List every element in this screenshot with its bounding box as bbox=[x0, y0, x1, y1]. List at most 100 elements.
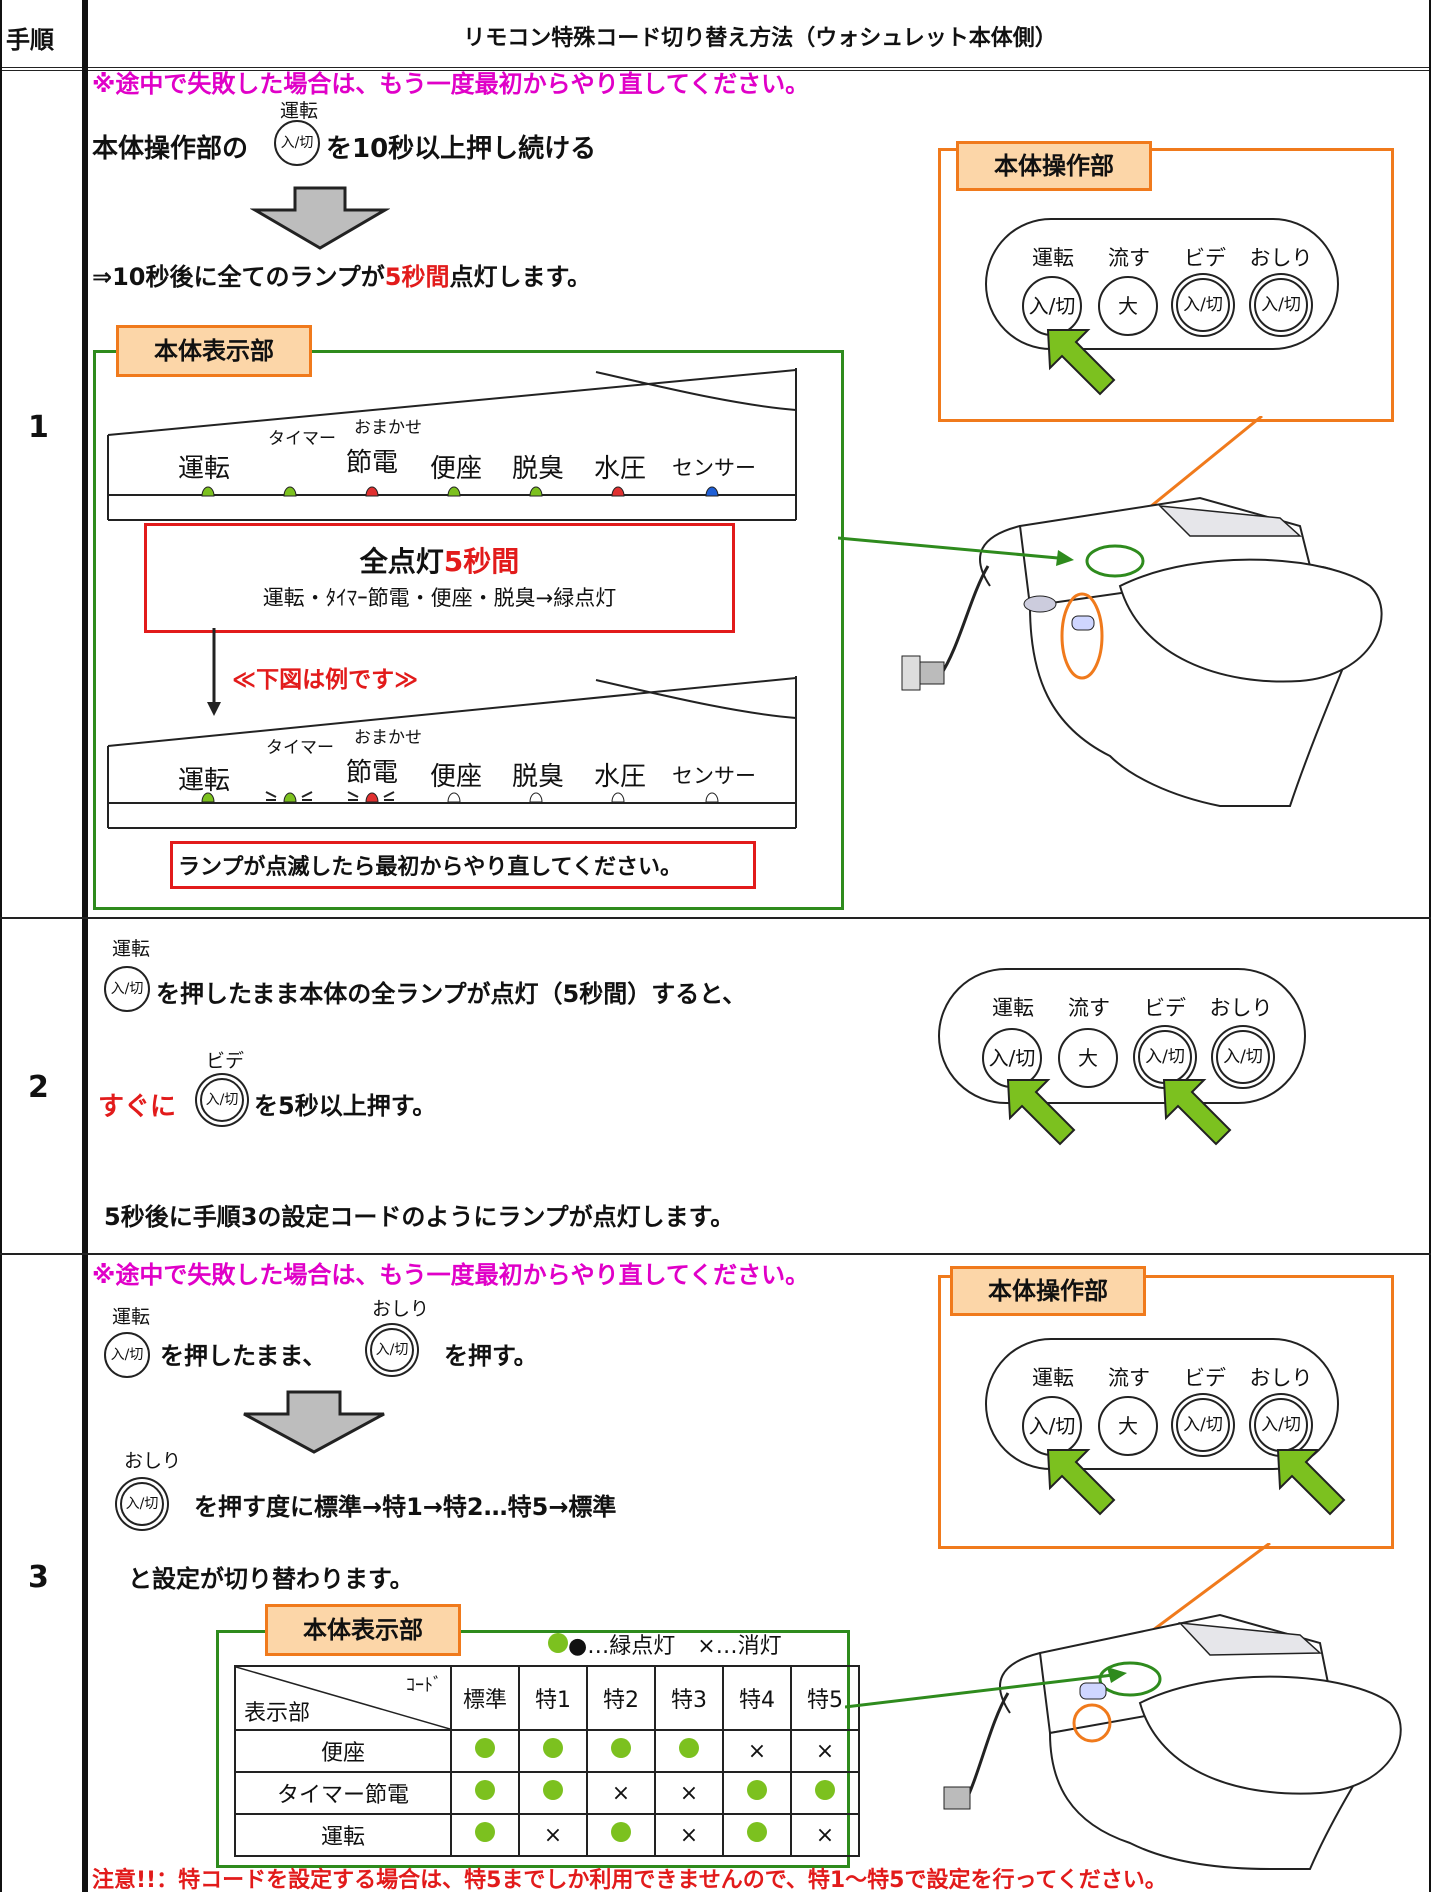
green-lamp-icon bbox=[611, 1822, 631, 1842]
header-title: リモコン特殊コード切り替え方法（ウォシュレット本体側） bbox=[463, 26, 1057, 51]
green-lamp-icon bbox=[475, 1780, 495, 1800]
button-caption: おしり bbox=[372, 1298, 430, 1320]
panel-bidet-button: 入/切 bbox=[1138, 1030, 1192, 1084]
lamp-label-unten: 運転 bbox=[178, 454, 231, 484]
power-button-icon: 入/切 bbox=[274, 120, 320, 166]
panel-label-bide: ビデ bbox=[1144, 996, 1186, 1020]
warning-text: ※途中で失敗した場合は、もう一度最初からやり直してください。 bbox=[92, 1261, 810, 1289]
lamp-label-suiatsu: 水圧 bbox=[594, 762, 647, 792]
step-number: 1 bbox=[28, 410, 49, 445]
panel-flush-button: 大 bbox=[1058, 1028, 1118, 1088]
down-arrow-icon bbox=[250, 186, 390, 250]
button-caption: 運転 bbox=[112, 938, 151, 960]
table-cell bbox=[790, 1771, 860, 1815]
down-arrow-icon bbox=[243, 1390, 385, 1454]
corner-code-label: ｺｰﾄﾞ bbox=[406, 1675, 442, 1696]
table-header bbox=[0, 0, 1431, 71]
display-panel-label: 本体表示部 bbox=[265, 1604, 461, 1656]
legend-dot-icon bbox=[548, 1633, 568, 1653]
table-cell: × bbox=[518, 1813, 588, 1857]
table-cell bbox=[518, 1729, 588, 1773]
code-table: ｺｰﾄﾞ 表示部 標準 特1 特2 特3 特4 特5 便座××タイマー節電××運… bbox=[234, 1665, 860, 1857]
lamp-label-timer: タイマー bbox=[266, 738, 334, 758]
green-lamp-icon bbox=[543, 1780, 563, 1800]
button-caption: おしり bbox=[124, 1450, 182, 1472]
lamp-label-setsuden: 節電 bbox=[346, 758, 399, 788]
panel-bidet-button: 入/切 bbox=[1176, 278, 1230, 332]
table-row: 運転××× bbox=[234, 1813, 860, 1857]
panel-label-unten: 運転 bbox=[992, 996, 1034, 1020]
table-row: タイマー節電×× bbox=[234, 1771, 860, 1815]
row-divider bbox=[0, 1253, 1431, 1255]
press-arrow-icon bbox=[1006, 1079, 1076, 1146]
all-on-subtitle: 運転・ﾀｲﾏｰ節電・便座・脱臭→緑点灯 bbox=[262, 586, 617, 610]
green-lamp-icon bbox=[679, 1738, 699, 1758]
step3-result: と設定が切り替わります。 bbox=[128, 1565, 414, 1593]
table-cell bbox=[450, 1813, 520, 1857]
display-strip-illustration bbox=[107, 368, 797, 521]
green-lamp-icon bbox=[747, 1780, 767, 1800]
panel-bidet-button: 入/切 bbox=[1176, 1398, 1230, 1452]
table-cell bbox=[586, 1813, 656, 1857]
panel-flush-button: 大 bbox=[1098, 276, 1158, 336]
toilet-illustration bbox=[901, 416, 1383, 807]
button-caption: ビデ bbox=[206, 1050, 245, 1072]
panel-label-oshiri: おしり bbox=[1209, 996, 1273, 1020]
table-cell: × bbox=[586, 1771, 656, 1815]
lamp-label-benza: 便座 bbox=[430, 762, 483, 792]
panel-oshiri-button: 入/切 bbox=[1216, 1030, 1270, 1084]
panel-label-nagasu: 流す bbox=[1068, 996, 1110, 1020]
lamp-label-timer: タイマー bbox=[268, 429, 336, 449]
table-cell bbox=[450, 1771, 520, 1815]
all-on-notice bbox=[144, 523, 735, 633]
blink-warning-text: ランプが点滅したら最初からやり直してください。 bbox=[178, 855, 683, 880]
power-button-icon: 入/切 bbox=[104, 966, 150, 1012]
arrow-down-icon bbox=[207, 628, 221, 716]
header-step-label: 手順 bbox=[6, 26, 54, 54]
row-label: 便座 bbox=[234, 1729, 452, 1773]
green-lamp-icon bbox=[815, 1780, 835, 1800]
panel-label-nagasu: 流す bbox=[1108, 1366, 1150, 1390]
green-lamp-icon bbox=[475, 1822, 495, 1842]
step3-instruction: を押したまま、 bbox=[160, 1342, 327, 1370]
button-caption: 運転 bbox=[280, 100, 319, 122]
lamp-label-unten: 運転 bbox=[178, 766, 231, 796]
oshiri-button-icon: 入/切 bbox=[370, 1328, 414, 1372]
connector-arrow-icon bbox=[838, 536, 1074, 566]
step1-result: ⇒10秒後に全てのランプが5秒間点灯します。 bbox=[92, 263, 592, 291]
left-border bbox=[0, 0, 2, 1892]
table-header-row: ｺｰﾄﾞ 表示部 標準 特1 特2 特3 特4 特5 bbox=[234, 1665, 860, 1731]
toilet-illustration bbox=[943, 1543, 1402, 1870]
operation-panel-label: 本体操作部 bbox=[950, 1266, 1146, 1316]
table-cell: × bbox=[790, 1813, 860, 1857]
table-cell bbox=[722, 1771, 792, 1815]
oshiri-button-icon: 入/切 bbox=[120, 1482, 164, 1526]
all-on-title: 全点灯5秒間 bbox=[359, 545, 520, 578]
operation-panel-oval bbox=[985, 1338, 1339, 1470]
green-lamp-icon bbox=[543, 1738, 563, 1758]
green-lamp-icon bbox=[747, 1822, 767, 1842]
lamp-row-lit bbox=[201, 486, 719, 497]
operation-panel-callout bbox=[938, 1275, 1394, 1549]
lamp-label-sensor: センサー bbox=[672, 456, 756, 480]
column-divider bbox=[82, 0, 88, 1892]
step2-instruction-end: を5秒以上押す。 bbox=[254, 1092, 437, 1120]
panel-label-nagasu: 流す bbox=[1108, 246, 1150, 270]
table-cell: × bbox=[654, 1771, 724, 1815]
step-number: 3 bbox=[28, 1560, 49, 1595]
corner-display-label: 表示部 bbox=[244, 1701, 311, 1726]
col-header: 特1 bbox=[518, 1665, 588, 1731]
panel-label-oshiri: おしり bbox=[1249, 1366, 1313, 1390]
green-lamp-icon bbox=[475, 1738, 495, 1758]
table-cell: × bbox=[722, 1729, 792, 1773]
col-header: 特2 bbox=[586, 1665, 656, 1731]
step-number: 2 bbox=[28, 1070, 49, 1105]
press-arrow-icon bbox=[1276, 1449, 1346, 1516]
operation-panel-oval bbox=[938, 968, 1306, 1104]
table-cell: × bbox=[654, 1813, 724, 1857]
table-corner: ｺｰﾄﾞ 表示部 bbox=[234, 1665, 452, 1731]
lamp-label-sensor: センサー bbox=[672, 764, 756, 788]
col-header: 標準 bbox=[450, 1665, 520, 1731]
step1-instruction-end: を10秒以上押し続ける bbox=[326, 134, 597, 164]
table-cell: × bbox=[790, 1729, 860, 1773]
